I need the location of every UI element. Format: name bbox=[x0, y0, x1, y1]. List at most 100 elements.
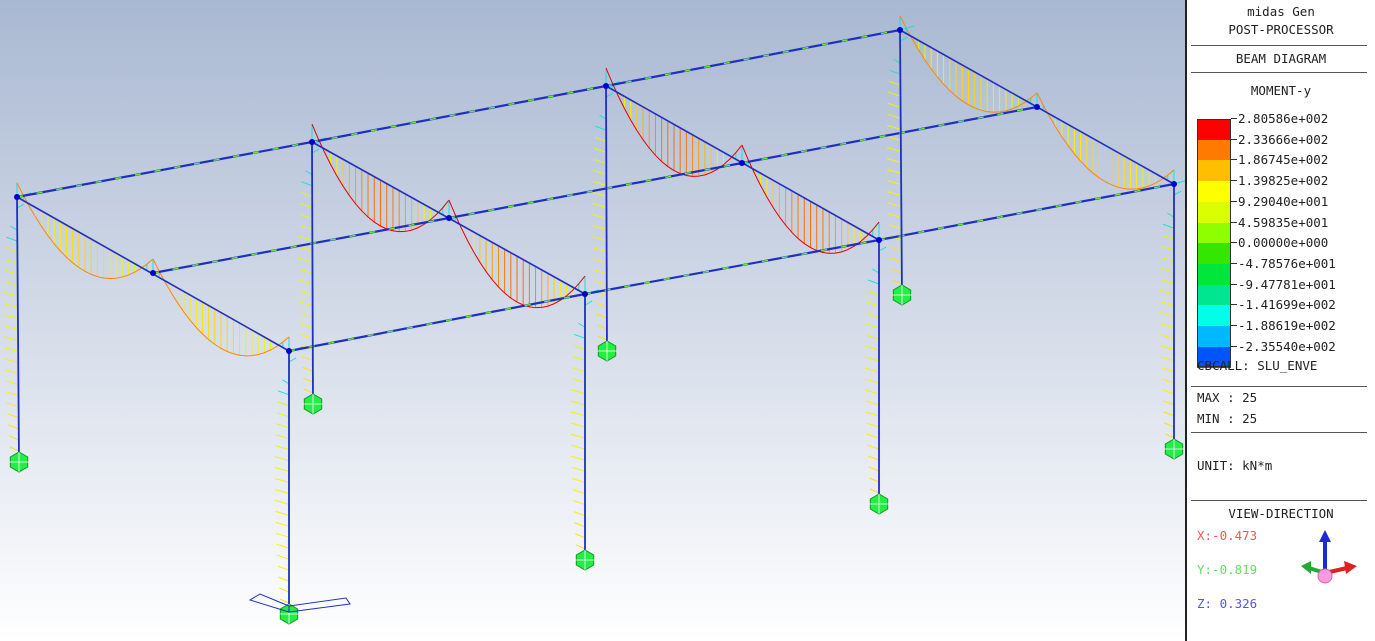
longitudinal-beam bbox=[288, 292, 586, 353]
column-moment-hatch bbox=[274, 467, 290, 473]
column-moment-hatch bbox=[865, 345, 880, 351]
color-swatch bbox=[1197, 263, 1231, 285]
scale-tick bbox=[1231, 262, 1237, 264]
column bbox=[605, 85, 608, 352]
column-moment-hatch bbox=[275, 445, 290, 451]
structure-model[interactable] bbox=[0, 0, 1185, 641]
scale-tick bbox=[1231, 180, 1237, 182]
column-moment-hatch bbox=[573, 500, 586, 506]
scale-tick bbox=[1231, 159, 1237, 161]
app-name: midas Gen bbox=[1247, 4, 1315, 19]
module-name: POST-PROCESSOR bbox=[1228, 22, 1334, 37]
scale-tick bbox=[1231, 138, 1237, 140]
column-moment-hatch bbox=[573, 511, 586, 517]
column-moment-hatch bbox=[572, 356, 586, 361]
column-moment-hatch bbox=[5, 258, 18, 264]
load-case: CBCALL: SLU_ENVE bbox=[1197, 358, 1318, 373]
column-moment-hatch bbox=[887, 180, 902, 186]
support-local-axes bbox=[248, 593, 351, 613]
longitudinal-beam bbox=[741, 105, 1038, 165]
column-moment-hatch bbox=[300, 334, 313, 339]
column-moment-hatch bbox=[594, 136, 607, 142]
color-swatch bbox=[1197, 181, 1231, 203]
column-moment-hatch bbox=[867, 290, 880, 296]
column-moment-hatch bbox=[888, 80, 901, 86]
local-axis-outline bbox=[288, 597, 351, 613]
fixed-support-icon bbox=[869, 493, 889, 515]
longitudinal-beam bbox=[584, 238, 880, 296]
color-swatch bbox=[1197, 243, 1231, 265]
column-moment-hatch bbox=[887, 124, 901, 130]
column-moment-hatch bbox=[274, 478, 290, 483]
longitudinal-beam bbox=[878, 182, 1175, 242]
column-moment-hatch bbox=[592, 247, 607, 253]
column-moment-hatch bbox=[893, 58, 901, 64]
longitudinal-beam bbox=[16, 140, 313, 199]
result-component: MOMENT-y bbox=[1250, 83, 1312, 98]
column-moment-hatch bbox=[571, 389, 586, 395]
column-moment-hatch bbox=[299, 323, 313, 329]
column-moment-hatch bbox=[886, 158, 902, 163]
column-moment-hatch bbox=[1161, 378, 1175, 384]
scale-label: -4.78576e+001 bbox=[1238, 255, 1336, 271]
column-moment-hatch bbox=[889, 69, 901, 75]
fixed-support-icon bbox=[9, 451, 29, 473]
column-moment-hatch bbox=[866, 301, 880, 307]
joint-node bbox=[14, 194, 20, 200]
scale-label: 9.29040e+001 bbox=[1238, 193, 1329, 209]
model-viewport[interactable] bbox=[0, 0, 1185, 641]
column-moment-hatch bbox=[592, 225, 607, 231]
column-moment-hatch bbox=[1167, 212, 1175, 218]
column-moment-hatch bbox=[277, 390, 290, 396]
column-moment-hatch bbox=[299, 203, 313, 208]
column-moment-hatch bbox=[868, 466, 880, 472]
column-moment-hatch bbox=[570, 433, 586, 439]
column-moment-hatch bbox=[888, 213, 902, 219]
column-moment-hatch bbox=[4, 291, 18, 297]
column-moment-hatch bbox=[276, 543, 290, 549]
column-moment-hatch bbox=[570, 422, 586, 428]
column-moment-hatch bbox=[275, 521, 290, 527]
column-moment-hatch bbox=[605, 92, 614, 98]
column-moment-hatch bbox=[865, 400, 880, 406]
column-moment-hatch bbox=[298, 290, 313, 296]
column-moment-hatch bbox=[277, 565, 290, 571]
joint-node bbox=[446, 215, 452, 221]
column-moment-hatch bbox=[299, 312, 313, 318]
column-moment-hatch bbox=[301, 355, 314, 361]
column-moment-hatch bbox=[572, 367, 586, 373]
column-moment-hatch bbox=[572, 489, 586, 494]
column-moment-hatch bbox=[1160, 356, 1175, 362]
longitudinal-beam bbox=[152, 216, 450, 275]
fixed-support-icon bbox=[892, 284, 912, 306]
column-moment-hatch bbox=[275, 510, 290, 516]
column-moment-hatch bbox=[1173, 190, 1182, 196]
column-moment-hatch bbox=[573, 333, 586, 339]
column-moment-hatch bbox=[298, 257, 313, 263]
scale-tick bbox=[1231, 118, 1237, 119]
column-moment-hatch bbox=[302, 366, 314, 372]
column-moment-hatch bbox=[299, 213, 313, 219]
column-moment-hatch bbox=[1160, 289, 1175, 295]
column-moment-hatch bbox=[595, 125, 607, 131]
column-moment-hatch bbox=[872, 268, 880, 274]
scale-label: -1.88619e+002 bbox=[1238, 318, 1336, 333]
column-moment-hatch bbox=[298, 235, 313, 241]
view-direction-z: Z: 0.326 bbox=[1197, 596, 1258, 611]
column-moment-hatch bbox=[298, 268, 313, 274]
column-moment-hatch bbox=[575, 544, 586, 550]
column-moment-hatch bbox=[276, 423, 290, 429]
view-direction-y: Y:-0.819 bbox=[1197, 562, 1258, 577]
column-moment-hatch bbox=[288, 357, 297, 363]
joint-node bbox=[897, 27, 903, 33]
joint-node bbox=[582, 291, 588, 297]
column-moment-hatch bbox=[299, 224, 313, 230]
column-moment-hatch bbox=[593, 269, 607, 275]
column-moment-hatch bbox=[864, 367, 880, 373]
column-moment-hatch bbox=[1160, 334, 1175, 340]
column-moment-hatch bbox=[573, 344, 586, 350]
column-moment-hatch bbox=[4, 358, 19, 364]
scale-label: -9.47781e+001 bbox=[1238, 276, 1336, 292]
column-moment-hatch bbox=[867, 455, 880, 461]
column bbox=[16, 196, 20, 463]
